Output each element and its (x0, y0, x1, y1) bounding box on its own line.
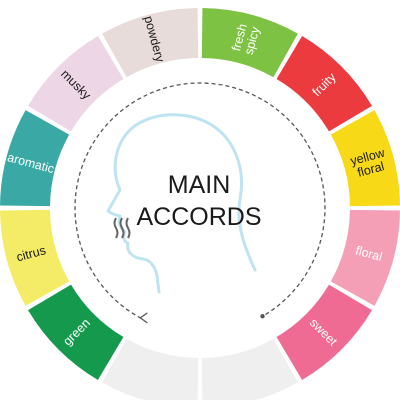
accord-segment (28, 284, 124, 380)
accord-segment (102, 338, 199, 400)
accord-segment (330, 209, 400, 306)
accord-segment (102, 8, 199, 78)
center-title-line2: ACCORDS (136, 203, 261, 231)
accord-segment (201, 338, 298, 400)
accord-segment (276, 284, 372, 380)
accord-segment (28, 36, 124, 132)
accord-segment (276, 36, 372, 132)
center-title-line1: MAIN (168, 171, 231, 199)
dashed-arrow-icon (74, 82, 326, 324)
accord-label: yellowfloral (349, 145, 390, 180)
accord-segment (201, 8, 298, 78)
head-profile-icon (106, 113, 257, 294)
accord-segment (0, 209, 70, 306)
accord-segment (330, 110, 400, 207)
accord-segment (0, 110, 70, 207)
accord-label: floral (354, 244, 384, 265)
breath-waves-icon (113, 217, 131, 239)
